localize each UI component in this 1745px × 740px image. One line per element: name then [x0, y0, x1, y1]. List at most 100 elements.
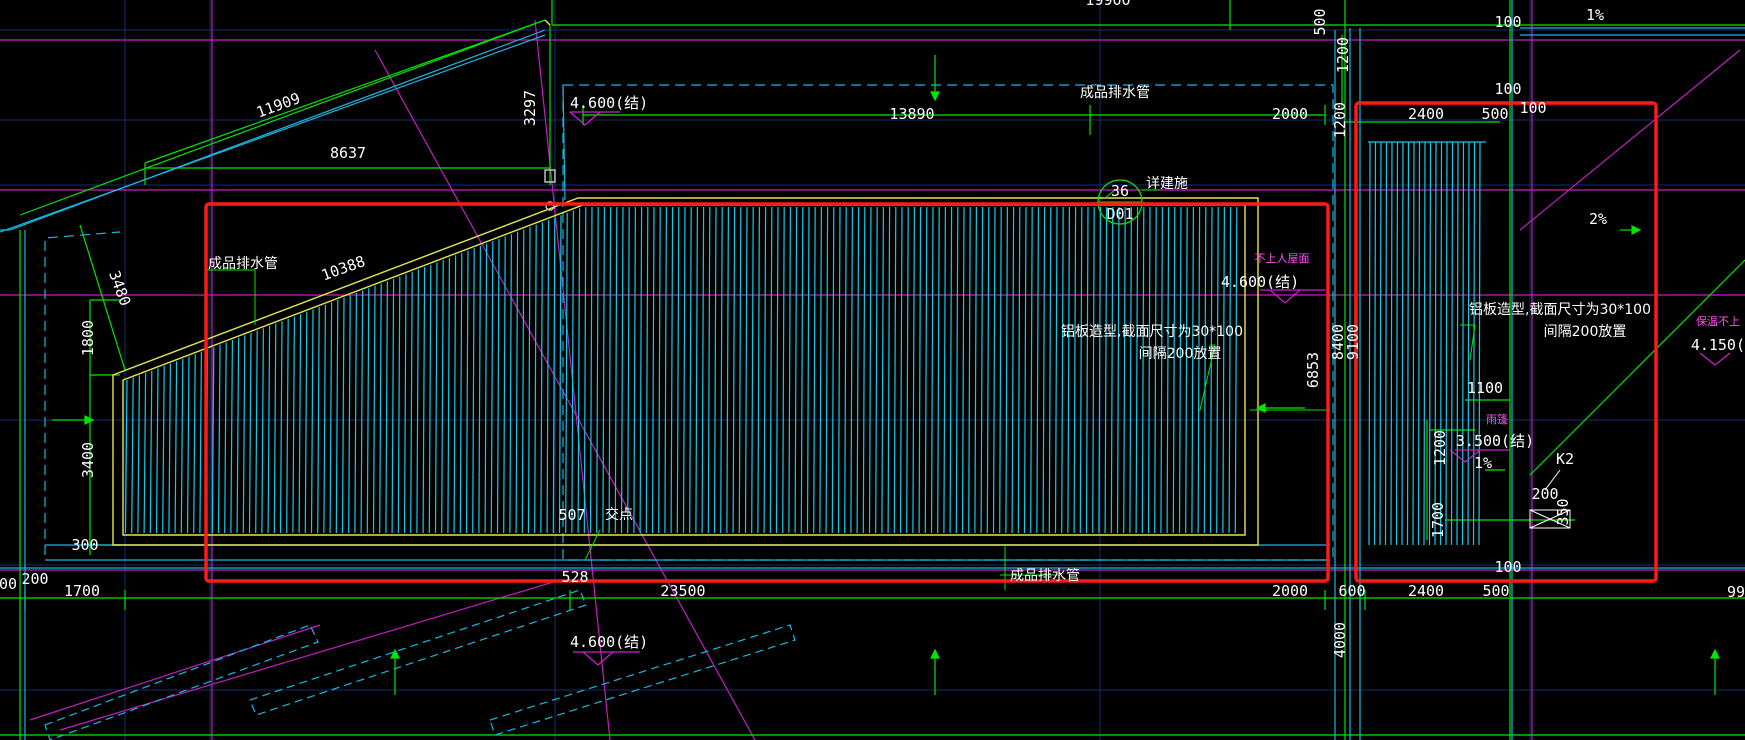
dim-100-b: 100: [1519, 99, 1546, 117]
dim-3297: 3297: [521, 90, 539, 126]
elevation-markers: [569, 111, 1731, 666]
louver-line: [304, 311, 308, 534]
louver-line: [645, 206, 649, 534]
louver-line: [248, 332, 252, 534]
louver-line: [261, 328, 264, 534]
louver-line: [800, 206, 804, 534]
louver-line: [385, 281, 388, 534]
louver-line: [1395, 141, 1399, 546]
louver-line: [453, 255, 457, 534]
louver-line: [955, 206, 959, 534]
louver-line: [1067, 206, 1071, 534]
louver-line: [713, 206, 717, 534]
louver-line: [1092, 206, 1095, 534]
louver-line: [602, 206, 606, 534]
aluminum-louver-hatch-main: [124, 206, 1238, 534]
louver-line: [1154, 206, 1157, 534]
louver-line: [379, 283, 382, 534]
louver-line: [763, 206, 767, 534]
louver-line: [503, 236, 506, 534]
dim-507: 507: [558, 506, 585, 524]
detail-sheet: D01: [1106, 205, 1133, 223]
louver-line: [416, 269, 419, 534]
label-k2: K2: [1556, 450, 1574, 468]
dim-1700-right: 1700: [1429, 502, 1447, 538]
louver-line: [782, 206, 785, 534]
dim-350: 350: [1554, 498, 1572, 525]
dim-23500: 23500: [660, 582, 705, 600]
louver-line: [1104, 206, 1108, 534]
louver-line: [397, 276, 401, 534]
drain-pipe-bottom: 成品排水管: [1010, 568, 1080, 584]
detail-reference: 详建施: [1146, 176, 1188, 192]
louver-line: [1110, 206, 1114, 534]
louver-line: [992, 206, 996, 534]
louver-line: [341, 297, 345, 534]
louver-line: [968, 206, 971, 534]
louver-line: [509, 234, 512, 534]
louver-line: [906, 206, 909, 534]
dim-100-bottom: 100: [1494, 558, 1521, 576]
louver-line: [1401, 141, 1404, 546]
louver-line: [986, 206, 990, 534]
louver-line: [255, 330, 258, 534]
louver-line: [267, 325, 271, 534]
louver-line: [521, 229, 525, 534]
dim-100-top: 100: [1494, 13, 1521, 31]
dim-500-right-top: 500: [1481, 105, 1508, 123]
louver-line: [1123, 206, 1126, 534]
louver-line: [422, 267, 426, 534]
louver-line: [428, 264, 432, 534]
louver-line: [614, 206, 618, 534]
louver-line: [292, 316, 295, 534]
dim-300: 300: [71, 536, 98, 554]
louver-line: [856, 206, 860, 534]
louver-line: [682, 206, 686, 534]
louver-line: [1166, 206, 1170, 534]
louver-line: [1203, 206, 1207, 534]
louver-line: [131, 377, 134, 534]
louver-line: [676, 206, 680, 534]
dim-3400: 3400: [79, 442, 97, 478]
louver-line: [162, 365, 165, 534]
louver-line: [348, 295, 351, 534]
louver-line: [912, 206, 916, 534]
louver-line: [1116, 206, 1120, 534]
louver-line: [1185, 206, 1188, 534]
dim-4000: 4000: [1331, 622, 1349, 658]
louver-line: [534, 224, 537, 534]
louver-line: [286, 318, 289, 534]
k2-marker: [1529, 469, 1571, 529]
louver-line: [999, 206, 1002, 534]
louver-line: [298, 314, 302, 534]
louver-line: [323, 304, 326, 534]
louver-line: [720, 206, 723, 534]
louver-line: [143, 372, 147, 534]
dim-8637: 8637: [330, 144, 366, 162]
aluminum-louver-hatch-right: [1368, 141, 1486, 546]
louver-line: [1472, 141, 1476, 546]
louver-line: [893, 206, 897, 534]
louver-line: [1085, 206, 1089, 534]
louver-line: [844, 206, 847, 534]
louver-line: [1412, 141, 1415, 546]
louver-line: [899, 206, 903, 534]
louver-line: [726, 206, 730, 534]
louver-line: [447, 257, 450, 534]
dim-500-bottom: 500: [1482, 582, 1509, 600]
roof-no-access: 不上人屋面: [1255, 252, 1310, 265]
slope-1pct-right: 1%: [1474, 454, 1492, 472]
louver-line: [1456, 141, 1459, 546]
drain-pipe-top: 成品排水管: [1080, 85, 1150, 101]
louver-line: [546, 220, 550, 534]
louver-line: [1228, 206, 1232, 534]
louver-line: [1061, 206, 1064, 534]
louver-line: [317, 307, 320, 534]
elev-4600-mid: 4.600(结): [1221, 273, 1299, 291]
dim-500-top: 500: [1311, 8, 1329, 35]
louver-line: [1216, 206, 1219, 534]
louver-line: [1129, 206, 1133, 534]
louver-line: [788, 206, 792, 534]
louver-line: [174, 361, 178, 534]
dim-200-left: 200: [21, 570, 48, 588]
